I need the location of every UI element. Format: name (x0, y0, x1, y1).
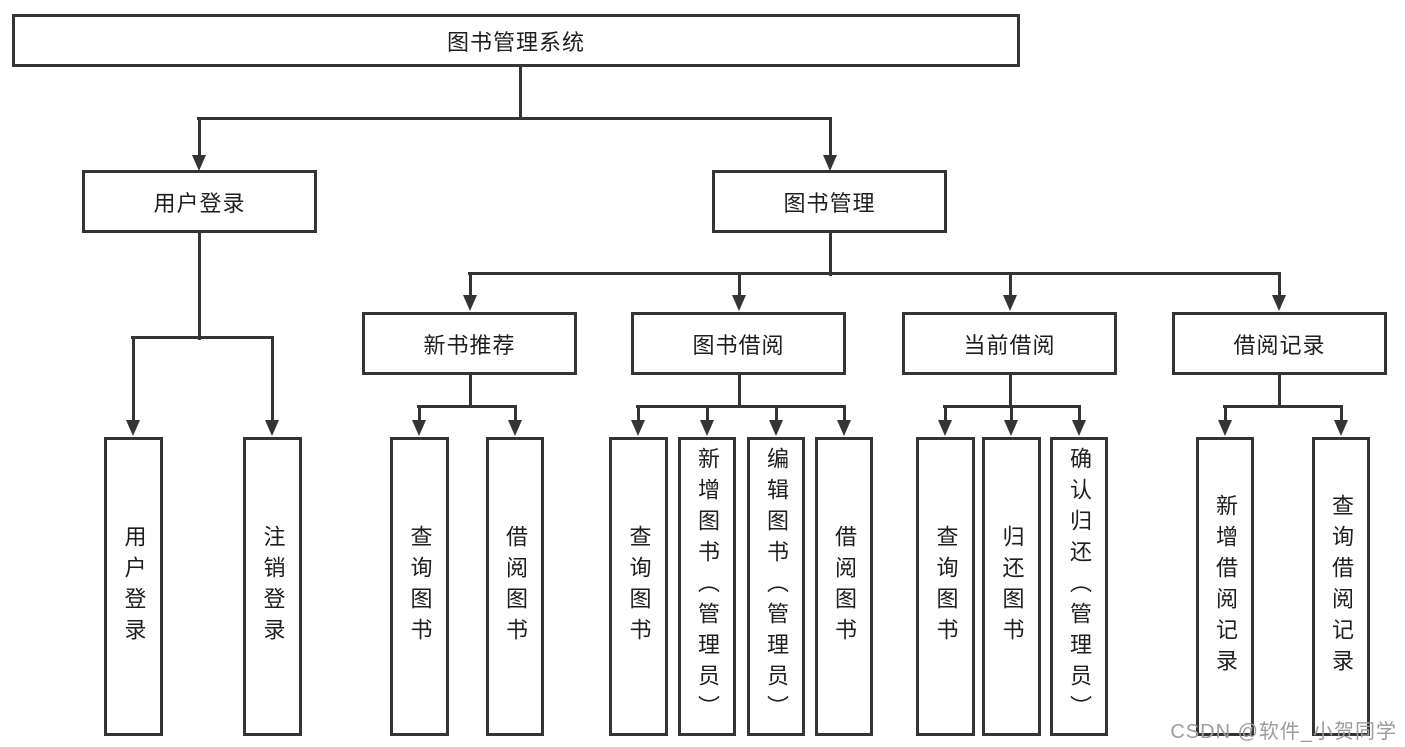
leaf-logout-label: 注销登录 (260, 524, 286, 649)
connector-line (636, 405, 846, 408)
leaf-add-book-admin: 新增图书（管理员） (678, 437, 736, 736)
node-book-borrowing-label: 图书借阅 (692, 332, 785, 358)
connector-line (468, 272, 1281, 275)
arrowhead-icon (265, 420, 279, 436)
leaf-query-book-current-label: 查询图书 (933, 524, 959, 649)
connector-line (843, 406, 846, 422)
connector-line (132, 337, 135, 422)
connector-line (1078, 406, 1081, 422)
connector-line (1224, 406, 1227, 422)
arrowhead-icon (126, 420, 140, 436)
leaf-query-borrow-record-label: 查询借阅记录 (1329, 493, 1354, 680)
arrowhead-icon (732, 295, 746, 311)
arrowhead-icon (1003, 295, 1017, 311)
connector-line (1009, 273, 1012, 298)
arrowhead-icon (837, 420, 851, 436)
node-user-login: 用户登录 (82, 170, 317, 233)
connector-line (1340, 406, 1343, 422)
leaf-borrow-book-recommend-label: 借阅图书 (503, 524, 528, 649)
leaf-confirm-return-admin-label: 确认归还（管理员） (1067, 447, 1092, 726)
leaf-return-book: 归还图书 (982, 437, 1041, 736)
watermark: CSDN @软件_小贺同学 (1170, 721, 1397, 743)
leaf-return-book-label: 归还图书 (999, 524, 1025, 649)
connector-line (738, 375, 741, 408)
connector-line (198, 118, 201, 158)
arrowhead-icon (192, 155, 206, 171)
arrowhead-icon (700, 420, 714, 436)
leaf-query-book-recommend: 查询图书 (390, 437, 449, 736)
node-current-borrowing-label: 当前借阅 (963, 332, 1056, 358)
leaf-query-book-current: 查询图书 (916, 437, 975, 736)
leaf-user-login-label: 用户登录 (121, 524, 147, 649)
connector-line (1278, 273, 1281, 298)
connector-line (417, 405, 517, 408)
leaf-query-borrow-record: 查询借阅记录 (1312, 437, 1370, 736)
connector-line (131, 336, 274, 339)
node-root: 图书管理系统 (12, 14, 1020, 67)
connector-line (775, 406, 778, 422)
node-book-borrowing: 图书借阅 (631, 312, 846, 375)
connector-line (197, 117, 832, 120)
leaf-edit-book-admin-label: 编辑图书（管理员） (764, 447, 789, 726)
connector-line (637, 406, 640, 422)
arrowhead-icon (463, 295, 477, 311)
connector-line (519, 67, 522, 120)
arrowhead-icon (1272, 295, 1286, 311)
leaf-add-book-admin-label: 新增图书（管理员） (695, 447, 720, 726)
connector-line (944, 406, 947, 422)
leaf-user-login: 用户登录 (104, 437, 163, 736)
connector-line (469, 273, 472, 298)
connector-line (829, 118, 832, 158)
arrowhead-icon (1334, 420, 1348, 436)
arrowhead-icon (631, 420, 645, 436)
connector-line (943, 405, 1081, 408)
arrowhead-icon (1218, 420, 1232, 436)
node-book-management-label: 图书管理 (783, 190, 876, 216)
arrowhead-icon (769, 420, 783, 436)
connector-line (738, 273, 741, 298)
node-user-login-label: 用户登录 (153, 190, 246, 216)
connector-line (469, 375, 472, 408)
node-new-book-recommend: 新书推荐 (362, 312, 577, 375)
leaf-add-borrow-record-label: 新增借阅记录 (1213, 493, 1238, 680)
connector-line (198, 233, 201, 340)
node-borrowing-records-label: 借阅记录 (1233, 332, 1326, 358)
arrowhead-icon (412, 420, 426, 436)
leaf-logout: 注销登录 (243, 437, 302, 736)
arrowhead-icon (508, 420, 522, 436)
node-borrowing-records: 借阅记录 (1172, 312, 1387, 375)
leaf-query-book-borrowing: 查询图书 (609, 437, 668, 736)
connector-line (829, 233, 832, 276)
arrowhead-icon (1072, 420, 1086, 436)
connector-line (706, 406, 709, 422)
connector-line (1009, 375, 1012, 408)
node-current-borrowing: 当前借阅 (902, 312, 1117, 375)
leaf-borrow-book-recommend: 借阅图书 (486, 437, 544, 736)
leaf-query-book-borrowing-label: 查询图书 (626, 524, 652, 649)
connector-line (271, 337, 274, 422)
node-book-management: 图书管理 (712, 170, 947, 233)
connector-line (418, 406, 421, 422)
connector-line (1278, 375, 1281, 408)
connector-line (1010, 406, 1013, 422)
leaf-borrow-book-borrowing: 借阅图书 (815, 437, 873, 736)
leaf-confirm-return-admin: 确认归还（管理员） (1050, 437, 1108, 736)
leaf-borrow-book-borrowing-label: 借阅图书 (832, 524, 857, 649)
node-root-label: 图书管理系统 (446, 29, 585, 55)
leaf-query-book-recommend-label: 查询图书 (407, 524, 433, 649)
arrowhead-icon (938, 420, 952, 436)
node-new-book-recommend-label: 新书推荐 (423, 332, 516, 358)
connector-line (514, 406, 517, 422)
arrowhead-icon (823, 155, 837, 171)
connector-line (1223, 405, 1343, 408)
arrowhead-icon (1004, 420, 1018, 436)
leaf-add-borrow-record: 新增借阅记录 (1196, 437, 1254, 736)
leaf-edit-book-admin: 编辑图书（管理员） (747, 437, 805, 736)
